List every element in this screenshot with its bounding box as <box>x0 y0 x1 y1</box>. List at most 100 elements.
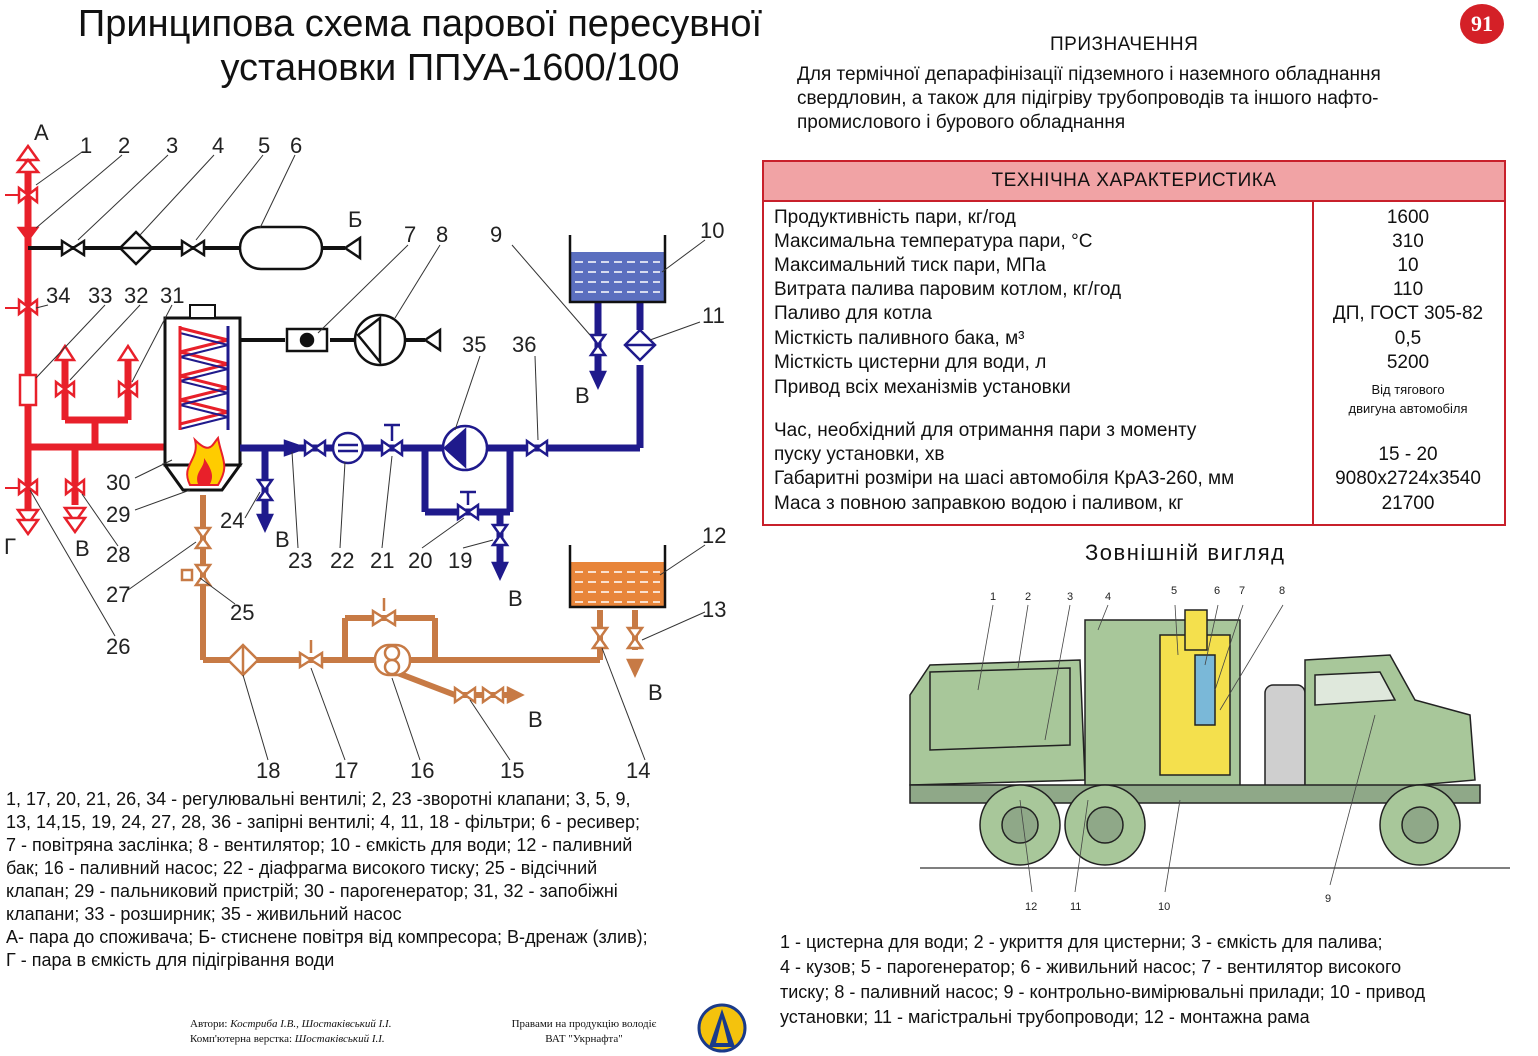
fuel-fittings <box>180 526 645 705</box>
label-g: Г <box>4 534 16 559</box>
water-fittings <box>255 328 657 581</box>
purpose-text: Для термічної депарафінізації підземного… <box>797 63 1497 135</box>
tech-value: Від тягового <box>1371 382 1445 397</box>
tech-value: 0,5 <box>1394 328 1422 349</box>
legend-line: А- пара до споживача; Б- стиснене повітр… <box>6 927 648 947</box>
number-label: 24 <box>220 508 244 533</box>
schematic-labels: А Б В В В В В В Г 1 2 3 4 5 6 7 8 9 10 1… <box>4 120 726 783</box>
callout: 10 <box>1158 901 1170 913</box>
legend-line: бак; 16 - паливний насос; 22 - діафрагма… <box>6 858 598 878</box>
number-label: 16 <box>410 758 434 783</box>
page-title-line1: Принципова схема парової пересувної <box>77 3 763 45</box>
callout: 5 <box>1171 585 1177 597</box>
number-label: 13 <box>702 597 726 622</box>
number-label: 7 <box>404 222 416 247</box>
label-v: В <box>75 536 90 561</box>
leader-lines <box>29 151 706 761</box>
layout-label: Комп'ютерна верстка: <box>190 1033 293 1045</box>
steam-lines <box>24 160 165 520</box>
air-fittings <box>60 225 442 367</box>
layout-author: Шостаківський І.І. <box>294 1033 385 1045</box>
label-v: В <box>528 707 543 732</box>
number-label: 36 <box>512 332 536 357</box>
exterior-heading: Зовнішній вигляд <box>1085 540 1286 565</box>
number-label: 9 <box>490 222 502 247</box>
purpose-line: Для термічної депарафінізації підземного… <box>797 64 1381 85</box>
number-label: 14 <box>626 758 650 783</box>
tech-label: Паливо для котла <box>774 303 933 324</box>
tech-label: Витрата палива паровим котлом, кг/год <box>774 279 1122 300</box>
truck-callouts: 1 2 3 4 5 6 7 8 9 10 11 12 <box>990 585 1331 913</box>
exterior-legend: 1 - цистерна для води; 2 - укриття для ц… <box>780 930 1505 1030</box>
number-label: 35 <box>462 332 486 357</box>
truck-leaders <box>977 604 1376 893</box>
number-label: 21 <box>370 548 394 573</box>
legend-line: 1, 17, 20, 21, 26, 34 - регулювальні вен… <box>6 789 631 809</box>
tech-value: 10 <box>1397 255 1419 276</box>
ukrnafta-logo-icon <box>697 1003 747 1053</box>
label-v: В <box>648 680 663 705</box>
number-label: 20 <box>408 548 432 573</box>
tech-label: Габаритні розміри на шасі автомобіля КрА… <box>774 468 1235 489</box>
tech-label: Привод всіх механізмів установки <box>774 377 1071 398</box>
label-b: Б <box>348 207 362 232</box>
legend-line: клапан; 29 - пальниковий пристрій; 30 - … <box>6 881 618 901</box>
purpose-line: свердловин, а також для підігріву трубоп… <box>797 88 1379 109</box>
number-label: 12 <box>702 523 726 548</box>
tech-table-divider <box>1312 202 1314 524</box>
label-v: В <box>275 527 290 552</box>
legend-line: 13, 14,15, 19, 24, 27, 28, 36 - запірні … <box>6 812 641 832</box>
callout: 2 <box>1025 591 1031 603</box>
page-title-line2: установки ППУА-1600/100 <box>220 47 680 89</box>
tech-value: 21700 <box>1381 493 1435 514</box>
authors-label: Автори: <box>190 1018 228 1030</box>
truck-illustration: 1 2 3 4 5 6 7 8 9 10 11 12 <box>909 585 1510 913</box>
number-label: 28 <box>106 542 130 567</box>
legend-line: Г - пара в ємкість для підігрівання води <box>6 950 335 970</box>
number-label: 10 <box>700 218 724 243</box>
number-label: 17 <box>334 758 358 783</box>
legend-line: 4 - кузов; 5 - парогенератор; 6 - живиль… <box>780 957 1402 977</box>
tech-value: ДП, ГОСТ 305-82 <box>1332 303 1484 324</box>
page-title: Принципова схема парової пересувної уста… <box>20 2 820 90</box>
purpose-heading: ПРИЗНАЧЕННЯ <box>1050 34 1199 55</box>
tech-value: 1600 <box>1386 207 1430 228</box>
tech-label: Місткість паливного бака, м³ <box>774 328 1025 349</box>
tech-value: 9080x2724x3540 <box>1335 468 1481 489</box>
tech-value: 110 <box>1392 279 1424 300</box>
number-label: 8 <box>436 222 448 247</box>
steam-generator <box>162 304 243 492</box>
number-label: 22 <box>330 548 354 573</box>
callout: 7 <box>1239 585 1245 597</box>
number-label: 15 <box>500 758 524 783</box>
fuel-tank <box>568 545 667 609</box>
tech-label: Місткість цистерни для води, л <box>774 352 1047 373</box>
purpose-line: промислового і бурового обладнання <box>797 112 1126 133</box>
number-label: 1 <box>80 133 92 158</box>
legend-line: 7 - повітряна заслінка; 8 - вентилятор; … <box>6 835 633 855</box>
rights-line: Правами на продукцію володіє <box>511 1018 657 1030</box>
truck-body <box>909 609 1481 804</box>
label-a: А <box>34 120 49 145</box>
number-label: 31 <box>160 283 184 308</box>
number-label: 19 <box>448 548 472 573</box>
number-label: 30 <box>106 470 130 495</box>
truck-wheels <box>979 784 1461 866</box>
schematic-diagram: А Б В В В В В В Г 1 2 3 4 5 6 7 8 9 10 1… <box>4 120 726 783</box>
tech-label: Максимальна температура пари, °С <box>774 231 1093 252</box>
callout: 9 <box>1325 893 1331 905</box>
number-label: 11 <box>702 303 725 328</box>
callout: 8 <box>1279 585 1285 597</box>
number-label: 27 <box>106 582 130 607</box>
number-label: 26 <box>106 634 130 659</box>
tech-value: 15 - 20 <box>1378 444 1438 465</box>
number-label: 34 <box>46 283 70 308</box>
tech-value: двигуна автомобіля <box>1348 401 1468 416</box>
tech-table: ТЕХНІЧНА ХАРАКТЕРИСТИКА Продуктивність п… <box>762 160 1506 526</box>
legend-line: тиску; 8 - паливний насос; 9 - контрольн… <box>780 982 1426 1002</box>
number-label: 3 <box>166 133 178 158</box>
label-v: В <box>575 383 590 408</box>
callout: 6 <box>1214 585 1220 597</box>
steam-fittings <box>15 143 140 537</box>
tech-label: Час, необхідний для отримання пари з мом… <box>774 420 1197 441</box>
